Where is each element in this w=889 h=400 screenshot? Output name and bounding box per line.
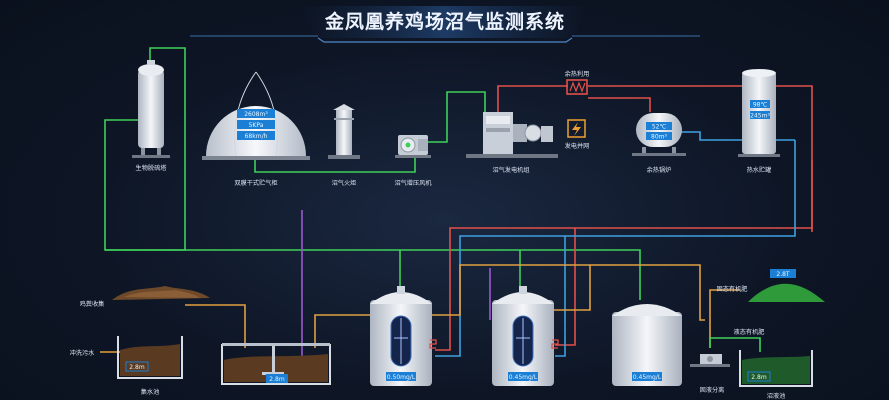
holder-volume-readout (237, 109, 275, 118)
manure-line-solid (709, 289, 740, 348)
gas-line-fan (425, 91, 486, 143)
solid-value: 2.8T (776, 271, 790, 278)
mixing-pool[interactable]: 2.8m (221, 343, 331, 385)
grid-lightning-icon[interactable] (567, 119, 586, 138)
holder-pressure-value: 5KPa (249, 122, 264, 129)
label-generator: 沼气发电机组 (492, 166, 529, 174)
tank-temp-readout (750, 100, 770, 108)
biogas-slurry-pool[interactable]: 2.8m (739, 350, 813, 387)
boiler-level-readout (646, 132, 672, 140)
solid-fertilizer-pile[interactable]: 2.8T (748, 269, 825, 302)
generator-set[interactable] (466, 112, 558, 158)
digester-3[interactable]: 0.45mg/L (612, 304, 682, 386)
liquid-line2 (745, 337, 761, 352)
hot-line-boiler (588, 97, 651, 112)
solid-value-readout (770, 269, 796, 278)
manure-line-d1 (314, 314, 370, 348)
label-booster-fan: 沼气增压风机 (394, 179, 432, 187)
tank-temp-value: 98℃ (753, 102, 768, 109)
digester3-value: 0.45mg/L (633, 374, 662, 381)
gas-line-digesters (105, 249, 641, 300)
chicken-manure-pile[interactable] (112, 286, 210, 300)
collection-pool[interactable]: 2.8m (117, 336, 183, 379)
label-biogas-pool: 沼液池 (767, 392, 786, 400)
booster-fan[interactable] (395, 135, 431, 158)
label-waste-boiler: 余热锅炉 (647, 166, 672, 174)
hot-water-tank[interactable]: 98℃ 245m³ (738, 69, 780, 157)
gas-line-holder (254, 150, 416, 173)
digester2-readout (508, 372, 538, 381)
title-banner: 金凤凰养鸡场沼气监测系统 (190, 6, 700, 43)
label-heat-util: 余热利用 (565, 70, 590, 78)
biogas-torch[interactable] (328, 104, 360, 159)
mix-level-value: 2.8m (269, 376, 285, 383)
cold-line-return (435, 140, 796, 357)
boiler-temp-value: 52℃ (652, 124, 667, 131)
hot-line-heat (497, 85, 568, 112)
digester1-readout (386, 372, 416, 381)
manure-line-d23 (550, 265, 591, 311)
cold-line-d2 (555, 236, 566, 357)
cold-line-boiler (680, 131, 795, 141)
digester2-value: 0.45mg/L (509, 374, 538, 381)
boiler-temp-readout (646, 122, 672, 130)
digester-1[interactable]: 0.50mg/L (370, 286, 437, 386)
holder-flow-value: 68km/h (245, 133, 268, 140)
pipe-network (100, 47, 813, 365)
label-bio-desulfur: 生物脱硫塔 (136, 164, 168, 172)
liquid-line (709, 337, 745, 348)
manure-line-feed (185, 304, 246, 348)
gas-holder[interactable]: 2608m³ 5KPa 68km/h (202, 71, 310, 160)
tank-volume-value: 245m³ (750, 113, 770, 120)
collect-level-value: 2.8m (129, 364, 145, 371)
waste-heat-boiler[interactable]: 52℃ 80m³ (632, 113, 686, 156)
bio-desulfur-tower[interactable] (132, 60, 170, 158)
label-hot-water-tank: 热水贮罐 (747, 166, 772, 174)
holder-pressure-readout (237, 120, 275, 129)
page-title: 金凤凰养鸡场沼气监测系统 (324, 10, 565, 33)
label-gas-holder: 双膜干式贮气柜 (234, 179, 277, 187)
label-liquid-fertilizer: 液态有机肥 (734, 328, 765, 336)
tank-volume-readout (750, 111, 770, 119)
label-solid-fertilizer: 固态有机肥 (717, 285, 748, 293)
digester3-readout (632, 372, 662, 381)
heat-util-icon[interactable] (566, 79, 588, 95)
label-grid: 发电并网 (565, 142, 590, 150)
label-collect-pool: 集水池 (141, 388, 160, 396)
solid-liquid-separator[interactable] (690, 354, 730, 367)
digester1-value: 0.50mg/L (387, 374, 416, 381)
hot-line-d2 (555, 228, 576, 346)
holder-flow-readout (237, 131, 275, 140)
hot-line-heat2 (588, 85, 813, 110)
manure-line-d12 (430, 264, 705, 321)
label-torch: 沼气火炬 (332, 179, 357, 187)
label-separation: 固液分离 (700, 386, 725, 394)
mix-level-readout (266, 374, 288, 383)
holder-volume-value: 2608m³ (244, 111, 268, 118)
label-chicken-manure: 鸡粪收集 (80, 300, 105, 308)
label-flush-water: 冲洗污水 (70, 349, 96, 357)
liquid-level-value: 2.8m (751, 374, 767, 381)
digester-2[interactable]: 0.45mg/L (492, 286, 559, 386)
boiler-level-value: 80m³ (651, 134, 667, 141)
